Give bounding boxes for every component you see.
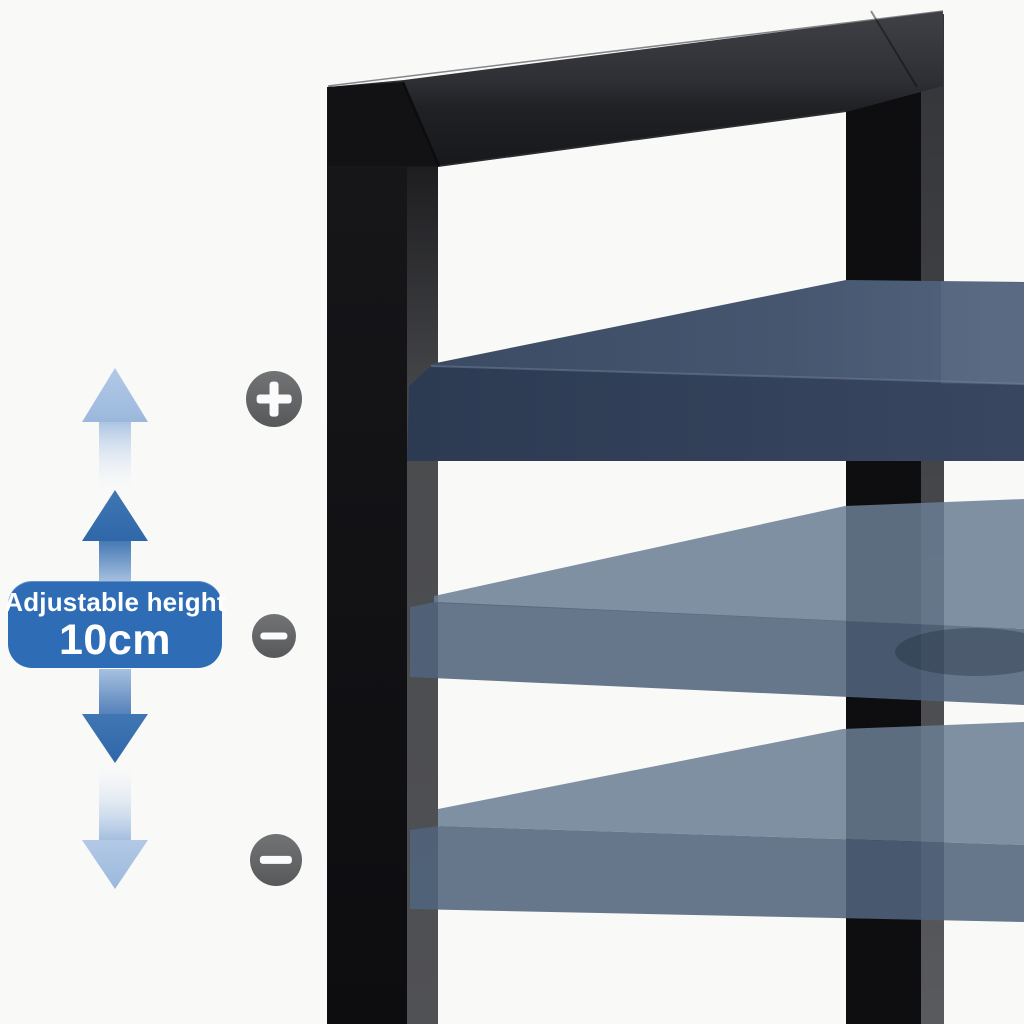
arrow-shaft-upper-inner bbox=[99, 538, 131, 582]
arrow-down-large-icon bbox=[82, 840, 148, 889]
shelf-solid-reflection bbox=[941, 281, 1024, 385]
minus-icon bbox=[250, 834, 302, 886]
increase-height-button bbox=[246, 371, 302, 427]
miter-seam-right bbox=[870, 10, 918, 88]
arrow-shaft-lower-inner bbox=[99, 669, 131, 714]
top-bar-bottom-edge bbox=[437, 110, 847, 167]
arrow-shaft-upper bbox=[99, 418, 131, 495]
shelf-ghost-middle-front bbox=[410, 602, 1024, 705]
shelf-solid-front-edge-highlight bbox=[430, 365, 1024, 385]
shelf-solid-front bbox=[407, 366, 1024, 461]
minus-icon bbox=[252, 614, 296, 658]
height-arrows-icon bbox=[82, 368, 148, 889]
decrease-height-button-middle bbox=[252, 614, 296, 658]
shelf-ghost-middle-top bbox=[434, 499, 1024, 629]
arrow-shaft-lower bbox=[99, 760, 131, 840]
shelf-ghost-bottom-top bbox=[438, 722, 1024, 845]
decrease-height-button-bottom bbox=[250, 834, 302, 886]
adjustable-height-badge: Adjustable height 10cm bbox=[4, 581, 226, 668]
frame-post-front-left bbox=[327, 83, 407, 1024]
arrow-up-large-icon bbox=[82, 368, 148, 422]
plus-icon bbox=[246, 371, 302, 427]
miter-seam-left bbox=[401, 81, 441, 167]
frame-top-bar bbox=[328, 11, 943, 167]
shelf-ghost-bottom-front bbox=[410, 826, 1024, 922]
arrow-up-small-icon bbox=[82, 490, 148, 541]
shelf-reflection bbox=[895, 628, 1024, 676]
badge-label: Adjustable height bbox=[4, 586, 226, 617]
badge-value: 10cm bbox=[59, 615, 171, 664]
top-bar-highlight-edge bbox=[327, 10, 944, 87]
arrow-down-small-icon bbox=[82, 714, 148, 763]
shelf-solid-top bbox=[431, 280, 1024, 385]
